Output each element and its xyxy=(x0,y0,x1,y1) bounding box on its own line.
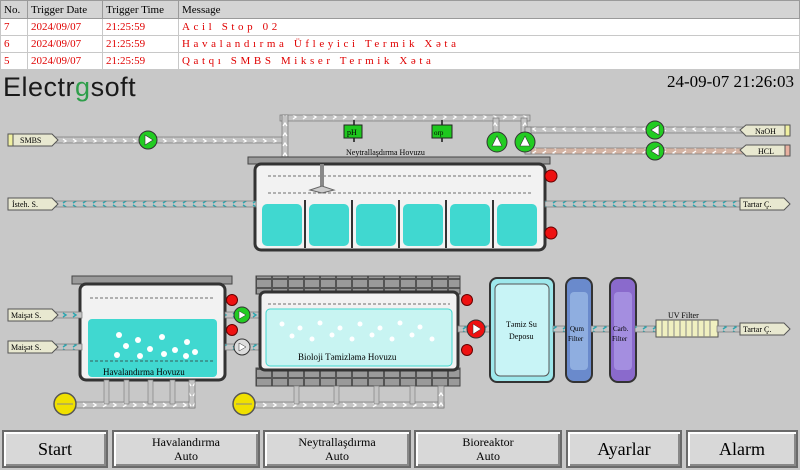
alarm-date: 2024/09/07 xyxy=(27,52,103,70)
transfer-pump-2-icon[interactable] xyxy=(233,338,251,356)
neutral-tank-label: Neytrallaşdırma Hovuzu xyxy=(346,148,425,157)
neutralisation-tank[interactable]: Neytrallaşdırma Hovuzu xyxy=(247,148,551,252)
alarm-time: 21:25:59 xyxy=(102,35,179,53)
aeration-button-mode: Auto xyxy=(174,449,198,463)
hcl-pump-icon[interactable] xyxy=(645,141,665,161)
aeration-tank-label: Havalandırma Hovuzu xyxy=(103,367,185,377)
alarm-button-label: Alarm xyxy=(719,438,765,459)
sand-filter[interactable]: Qum Filter xyxy=(565,277,593,383)
start-button-label: Start xyxy=(38,438,72,459)
bioreactor-mode-button[interactable]: Bioreaktor Auto xyxy=(414,430,562,468)
maisat2-label: Maişət S. xyxy=(11,343,41,352)
aeration-blower-icon[interactable] xyxy=(53,392,77,416)
naoh-pump-icon[interactable] xyxy=(645,120,665,140)
tartar1-label: Tartar Ç. xyxy=(743,200,771,209)
aeration-button-title: Havalandırma xyxy=(152,435,220,449)
alarm-date: 2024/09/07 xyxy=(27,18,103,36)
alarm-message: Acil Stop 02 xyxy=(178,18,800,36)
clean-tank-line1: Təmiz Su xyxy=(506,320,537,329)
alarm-button[interactable]: Alarm xyxy=(686,430,798,468)
logo-text-g: g xyxy=(75,72,91,102)
settings-button-label: Ayarlar xyxy=(597,438,651,459)
ph-label: pH xyxy=(347,128,357,137)
neutral-button-mode: Auto xyxy=(325,449,349,463)
carbon-filter[interactable]: Carb. Filter xyxy=(609,277,637,383)
alarm-date: 2024/09/07 xyxy=(27,35,103,53)
clock-display: 24-09-07 21:26:03 xyxy=(666,72,794,91)
settings-button[interactable]: Ayarlar xyxy=(566,430,682,468)
tartar2-label: Tartar Ç. xyxy=(743,325,771,334)
maisat1-label: Maişət S. xyxy=(11,311,41,320)
alarm-no: 7 xyxy=(0,18,28,36)
neutralisation-mode-button[interactable]: Neytrallaşdırma Auto xyxy=(263,430,411,468)
start-button[interactable]: Start xyxy=(2,430,108,468)
alarm-message: Havalandırma Üfleyici Termik Xəta xyxy=(178,35,800,53)
company-logo: Electrgsoft xyxy=(3,72,136,103)
alarm-row[interactable]: 7 2024/09/07 21:25:59 Acil Stop 02 xyxy=(0,18,800,36)
alarm-time: 21:25:59 xyxy=(102,52,179,70)
aeration-tank[interactable]: Havalandırma Hovuzu xyxy=(71,275,233,382)
smbs-label: SMBS xyxy=(20,136,41,145)
bio-blower-icon[interactable] xyxy=(232,392,256,416)
neutral-button-title: Neytrallaşdırma xyxy=(298,435,376,449)
process-diagram: SMBS pH orp NaOH HCL xyxy=(7,114,791,416)
sand-filter-line1: Qum xyxy=(570,325,585,333)
logo-text-right: soft xyxy=(90,72,137,102)
col-header-date: Trigger Date xyxy=(27,0,103,19)
dosing-pump-2-icon[interactable] xyxy=(514,131,536,153)
alarm-message: Qatqı SMBS Mikser Termik Xəta xyxy=(178,52,800,70)
level-high-indicator xyxy=(544,169,558,183)
bioreactor-button-mode: Auto xyxy=(476,449,500,463)
naoh-label: NaOH xyxy=(755,127,776,136)
alarm-row[interactable]: 5 2024/09/07 21:25:59 Qatqı SMBS Mikser … xyxy=(0,52,800,70)
orp-sensor xyxy=(431,124,453,139)
transfer-pump-1-icon[interactable] xyxy=(233,306,251,324)
logo-text-left: Electr xyxy=(3,72,76,102)
clean-water-tank[interactable]: Təmiz Su Deposu xyxy=(489,277,555,383)
uv-filter-label: UV Filter xyxy=(668,311,699,320)
hcl-label: HCL xyxy=(758,147,774,156)
col-header-time: Trigger Time xyxy=(102,0,179,19)
bio-level-indicator-low xyxy=(461,344,473,356)
ph-sensor xyxy=(343,124,363,139)
aeration-level-indicator xyxy=(226,294,238,306)
alarm-no: 5 xyxy=(0,52,28,70)
col-header-no: No. xyxy=(0,0,28,19)
bio-tank-label: Bioloji Təmizləmə Hovuzu xyxy=(298,352,397,362)
orp-label: orp xyxy=(434,129,444,137)
clean-tank-line2: Deposu xyxy=(509,332,533,341)
isteh-label: İsteh. S. xyxy=(12,200,38,209)
col-header-message: Message xyxy=(178,0,800,19)
sand-filter-line2: Filter xyxy=(568,335,584,343)
alarm-time: 21:25:59 xyxy=(102,18,179,36)
alarm-row[interactable]: 6 2024/09/07 21:25:59 Havalandırma Üfley… xyxy=(0,35,800,53)
bio-treatment-tank[interactable]: Bioloji Təmizləmə Hovuzu xyxy=(255,275,461,387)
alarm-table: No. Trigger Date Trigger Time Message 7 … xyxy=(0,0,800,70)
uv-filter[interactable]: UV Filter xyxy=(655,311,719,338)
aeration-level-indicator-low xyxy=(226,324,238,336)
smbs-pump-icon[interactable] xyxy=(138,130,158,150)
alarm-no: 6 xyxy=(0,35,28,53)
dosing-pump-1-icon[interactable] xyxy=(486,131,508,153)
bio-level-indicator-high xyxy=(461,294,473,306)
alarm-table-header: No. Trigger Date Trigger Time Message xyxy=(0,0,800,19)
aeration-mode-button[interactable]: Havalandırma Auto xyxy=(112,430,260,468)
bio-transfer-pump-icon[interactable] xyxy=(466,319,486,339)
level-low-indicator xyxy=(544,226,558,240)
carb-filter-line1: Carb. xyxy=(613,325,629,333)
bioreactor-button-title: Bioreaktor xyxy=(462,435,514,449)
carb-filter-line2: Filter xyxy=(612,335,628,343)
